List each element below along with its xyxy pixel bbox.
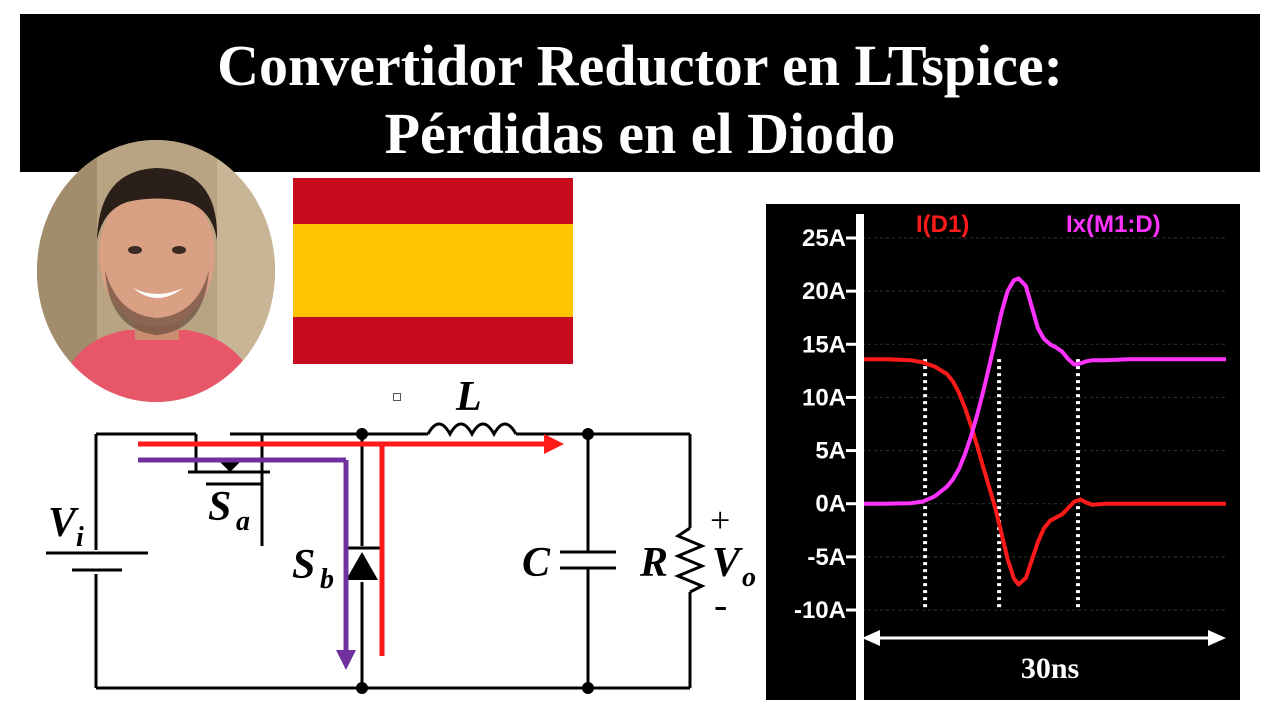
buck-converter-schematic: V i S a S b L C R V o + - xyxy=(46,374,756,694)
title-line-1: Convertidor Reductor en LTspice: xyxy=(217,33,1063,98)
time-span-arrow xyxy=(862,630,1226,646)
diode-current-path xyxy=(138,434,564,656)
inductor-label: L xyxy=(455,374,482,420)
cursor-marker xyxy=(393,393,401,401)
series-line-0 xyxy=(862,357,1226,587)
current-waveform-chart: 25A 20A 15A 10A 5A 0A -5A -10A I(D1) Ix(M1:D) 3… xyxy=(766,204,1240,700)
vin-label: V xyxy=(48,500,79,546)
switch-a-label: S xyxy=(208,484,231,530)
vout-sub-label: o xyxy=(742,562,756,593)
y-tick-label: 20A xyxy=(802,278,846,305)
chart-grid xyxy=(862,237,1226,611)
legend-mosfet-current: Ix(M1:D) xyxy=(1066,211,1161,238)
legend-diode-current: I(D1) xyxy=(916,211,969,238)
y-tick-label: 15A xyxy=(802,331,846,358)
switch-a-sub-label: a xyxy=(236,506,250,537)
chart-background xyxy=(766,204,1240,700)
flag-stripe-bottom xyxy=(293,317,573,364)
y-tick-label: 5A xyxy=(815,438,846,465)
flag-stripe-middle xyxy=(293,224,573,317)
switch-current-path xyxy=(138,457,356,670)
switch-b-label: S xyxy=(292,542,315,588)
chart-series xyxy=(862,276,1226,587)
y-tick-label: 0A xyxy=(815,491,846,518)
y-tick-label: 10A xyxy=(802,384,846,411)
capacitor-label: C xyxy=(522,540,551,586)
switch-b-sub-label: b xyxy=(320,564,334,595)
series-line-1 xyxy=(862,276,1226,506)
y-tick-label: -10A xyxy=(794,597,846,624)
y-axis-ticks: 25A 20A 15A 10A 5A 0A -5A -10A xyxy=(794,225,862,624)
vin-sub-label: i xyxy=(76,522,84,553)
spain-flag xyxy=(293,178,573,364)
vout-plus-label: + xyxy=(710,500,730,540)
time-span-label: 30ns xyxy=(1021,652,1079,685)
title-banner: Convertidor Reductor en LTspice: Pérdida… xyxy=(20,14,1260,172)
y-tick-label: 25A xyxy=(802,225,846,252)
title-line-2: Pérdidas en el Diodo xyxy=(384,101,896,166)
flag-stripe-top xyxy=(293,178,573,224)
vout-minus-label: - xyxy=(714,582,727,627)
y-tick-label: -5A xyxy=(807,544,846,571)
vout-label: V xyxy=(712,540,743,586)
resistor-label: R xyxy=(639,540,668,586)
